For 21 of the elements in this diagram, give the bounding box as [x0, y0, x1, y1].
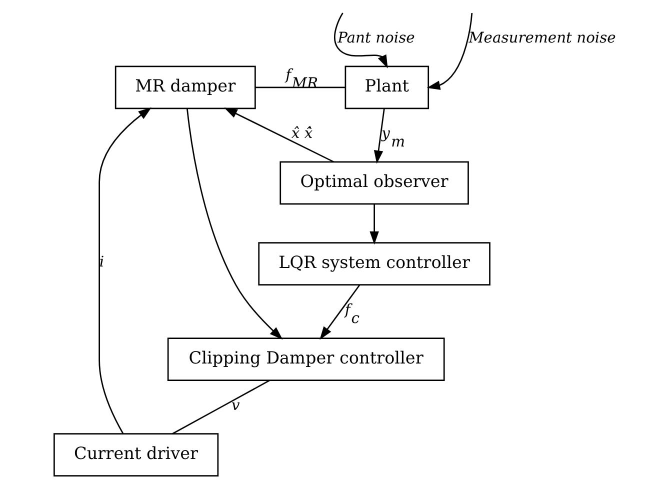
- node-box: LQR system controller: [258, 242, 490, 286]
- connector: [254, 86, 345, 88]
- arrow: [369, 204, 378, 245]
- node-box: Optimal observer: [279, 161, 468, 205]
- edge-label: Measurement noise: [468, 30, 616, 47]
- arrow: [224, 108, 334, 163]
- node-box: Current driver: [53, 433, 218, 476]
- node-box: Clipping Damper controller: [166, 338, 444, 381]
- node-box: MR damper: [114, 66, 256, 110]
- node-box: Plant: [344, 66, 429, 110]
- arrow: [373, 108, 384, 164]
- edge-label: i: [98, 254, 104, 271]
- arrow: [98, 107, 152, 434]
- arrow: [186, 108, 282, 340]
- connector: [172, 380, 270, 434]
- edge-label: Pant noise: [337, 30, 414, 47]
- arrow: [426, 12, 472, 90]
- edge-label: x̂ ẋ̂: [290, 125, 312, 142]
- arrow: [319, 284, 360, 340]
- arrow: [334, 12, 388, 68]
- edge-label: v: [231, 396, 240, 414]
